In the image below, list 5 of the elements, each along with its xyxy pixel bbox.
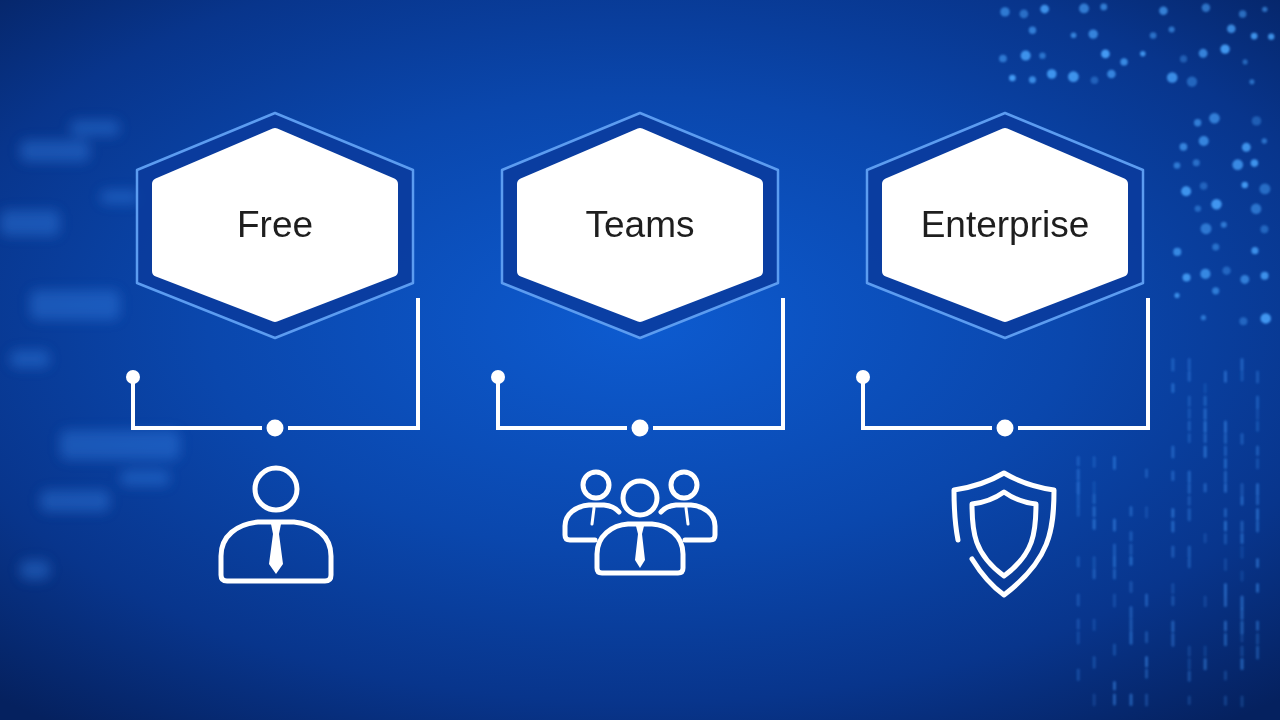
hexagon [865,111,1145,340]
tier-label: Free [236,203,314,248]
tier-label: Teams [585,203,695,248]
tier-label: Enterprise [920,203,1090,248]
hexagon [500,111,780,340]
